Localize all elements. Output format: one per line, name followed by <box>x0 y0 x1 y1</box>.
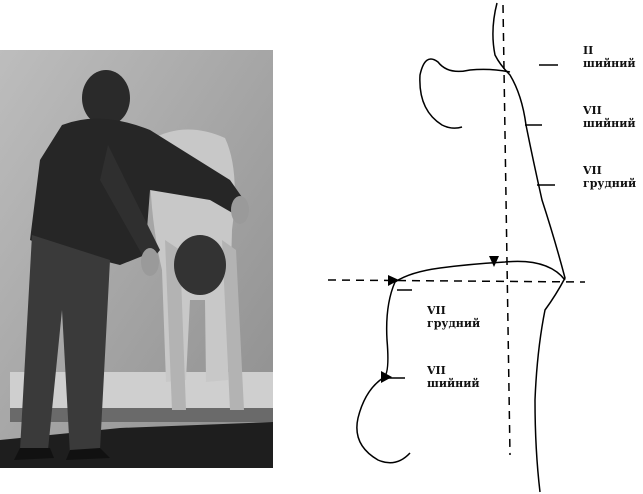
label-t7-flexion-num: VII <box>427 304 480 317</box>
horizontal-axis <box>328 280 585 282</box>
label-t7-flexion-word: грудний <box>427 317 480 330</box>
label-t7-num: VII <box>583 164 636 177</box>
therapist-head <box>82 70 130 126</box>
upright-head-loop <box>420 59 510 128</box>
label-c7-flexion-word: шийний <box>427 377 480 390</box>
label-c7-word: шийний <box>583 117 636 130</box>
label-c7-flexion: VII шийний <box>427 364 480 390</box>
therapist-hand-left <box>141 248 159 276</box>
label-c2-word: шийний <box>583 57 636 70</box>
examination-photo <box>0 50 273 468</box>
label-t7-word: грудний <box>583 177 636 190</box>
therapist-hand-right <box>231 196 249 224</box>
label-t7-flexion: VII грудний <box>427 304 480 330</box>
label-c2-num: II <box>583 44 636 57</box>
label-c2: II шийний <box>583 44 636 70</box>
label-c7-flexion-num: VII <box>427 364 480 377</box>
arrow-down-marker <box>489 256 499 267</box>
flexion-spine-curve <box>357 261 565 462</box>
label-t7: VII грудний <box>583 164 636 190</box>
spine-diagram <box>290 0 643 494</box>
label-c7-num: VII <box>583 104 636 117</box>
patient-head <box>174 235 226 295</box>
label-c7: VII шийний <box>583 104 636 130</box>
